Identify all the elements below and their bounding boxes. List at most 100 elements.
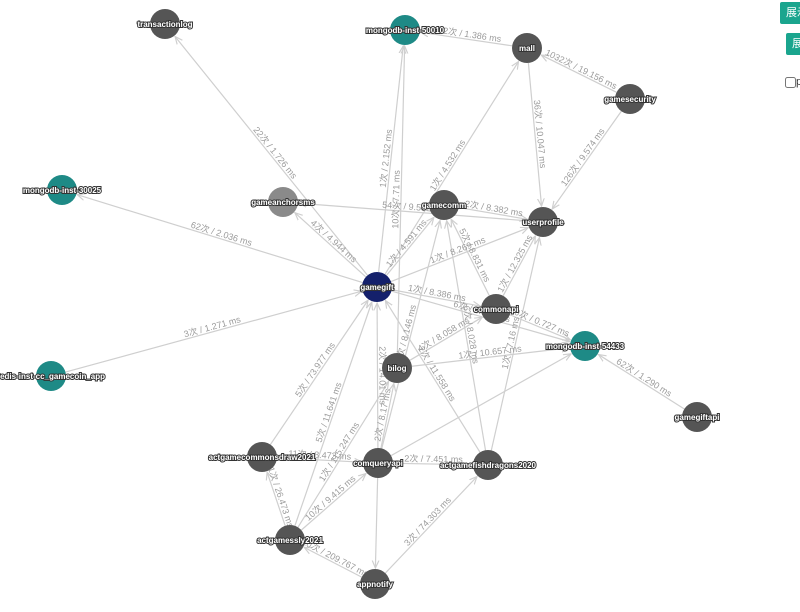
edge-label-gamegift-to-transactionlog: 22次 / 1.726 ms — [251, 124, 300, 181]
node-circle-mall[interactable] — [512, 33, 542, 63]
node-label-commonapi: commonapi — [474, 305, 519, 314]
edge-label-gamegift-to-gameanchor: 4次 / 4.944 ms — [309, 217, 360, 265]
node-circle-gamecomm[interactable] — [429, 190, 459, 220]
node-circle-fishdragon[interactable] — [473, 450, 503, 480]
edge-gamegift-to-gamecomm — [386, 217, 433, 276]
node-circle-transactionlog[interactable] — [150, 9, 180, 39]
node-label-gamessly: actgamessly2021 — [257, 536, 323, 545]
edge-fishdragon-to-gamegift — [385, 301, 481, 453]
node-draw[interactable]: actgamecommonsdraw2021 — [208, 442, 317, 472]
edge-draw-to-gamegift — [269, 300, 368, 445]
node-mall[interactable]: mall — [512, 33, 542, 63]
node-circle-gamessly[interactable] — [275, 525, 305, 555]
node-circle-comquery[interactable] — [363, 448, 393, 478]
edge-draw-to-comquery — [276, 457, 362, 462]
show-button[interactable]: 展示 — [780, 2, 800, 24]
edge-label-draw-to-comquery: 11次 / 8.473 ms — [288, 447, 352, 461]
node-circle-redis[interactable] — [36, 361, 66, 391]
node-gamessly[interactable]: actgamessly2021 — [256, 525, 324, 555]
node-comquery[interactable]: comqueryapi — [352, 448, 404, 478]
node-circle-gameanchor[interactable] — [268, 187, 298, 217]
edge-appnotify-to-fishdragon — [384, 477, 477, 574]
edge-gamegift-to-mall — [384, 62, 519, 275]
option-checkbox[interactable]: p — [785, 76, 800, 88]
edge-gamesecurity-to-userprofile — [552, 110, 622, 209]
node-circle-userprofile[interactable] — [528, 207, 558, 237]
node-gamecomm[interactable]: gamecomm — [421, 190, 467, 220]
node-label-comquery: comqueryapi — [353, 459, 403, 468]
node-gameanchor[interactable]: gameanchorsms — [250, 187, 316, 217]
node-userprofile[interactable]: userprofile — [521, 207, 565, 237]
node-transactionlog[interactable]: transactionlog — [136, 9, 194, 39]
edge-commonapi-to-userprofile — [502, 236, 535, 297]
node-redis[interactable]: redis-inst-cc_gamecoin_app — [0, 361, 106, 391]
node-circle-gamesecurity[interactable] — [615, 84, 645, 114]
edge-gamessly-to-draw — [267, 472, 286, 526]
node-label-mongo54433: mongodb-inst-54433 — [546, 342, 625, 351]
edge-fishdragon-to-gamecomm — [447, 221, 487, 451]
edge-comquery-to-bilog — [380, 384, 394, 449]
option-checkbox-input[interactable] — [785, 76, 796, 88]
edge-gamegift-to-commonapi — [391, 289, 481, 306]
edge-gamegift-to-userprofile — [390, 228, 528, 283]
node-bilog[interactable]: bilog — [382, 353, 412, 383]
edge-label-comquery-to-bilog: 2次 / 8.17 ms — [371, 387, 392, 442]
node-circle-gamegiftapi[interactable] — [682, 402, 712, 432]
node-gamesecurity[interactable]: gamesecurity — [603, 84, 657, 114]
node-label-bilog: bilog — [387, 364, 406, 373]
node-layer: transactionlog mongodb-inst-50010 mall game… — [0, 9, 720, 599]
node-label-mall: mall — [519, 44, 535, 53]
edge-mall-to-mongo50010 — [421, 32, 513, 47]
node-label-userprofile: userprofile — [522, 218, 564, 227]
edge-label-gamecomm-to-userprofile: 2次 / 8.382 ms — [464, 198, 524, 219]
edge-comquery-to-gamecomm — [381, 221, 440, 449]
node-circle-draw[interactable] — [247, 442, 277, 472]
node-commonapi[interactable]: commonapi — [473, 294, 519, 324]
edge-gamesecurity-to-mall — [541, 55, 617, 93]
node-label-gamegiftapi: gamegiftapi — [675, 413, 720, 422]
edge-gamecomm-to-userprofile — [458, 206, 527, 220]
node-mongo54433[interactable]: mongodb-inst-54433 — [545, 331, 626, 361]
node-circle-appnotify[interactable] — [360, 569, 390, 599]
edge-label-gamesecurity-to-userprofile: 126次 / 9.574 ms — [558, 125, 607, 188]
node-label-fishdragon: actgamefishdragons2020 — [440, 461, 537, 470]
edge-label-gamegift-to-mongo30025: 62次 / 2.036 ms — [190, 219, 254, 248]
edge-label-fishdragon-to-userprofile: 1次 / 7.16 ms — [499, 315, 522, 370]
edge-gamessly-to-comquery — [300, 474, 366, 531]
edge-label-bilog-to-mongo50010: 10次 / 7.71 ms — [389, 169, 401, 228]
edge-userprofile-to-gameanchor — [299, 203, 529, 222]
node-fishdragon[interactable]: actgamefishdragons2020 — [439, 450, 538, 480]
node-label-mongo50010: mongodb-inst-50010 — [366, 26, 445, 35]
edge-commonapi-to-gamecomm — [451, 219, 490, 296]
edge-label-comquery-to-gamegift: 2次 / 14.01 ms — [377, 346, 388, 405]
node-circle-commonapi[interactable] — [481, 294, 511, 324]
edge-label-gamegiftapi-to-mongo54433: 62次 / 1.290 ms — [615, 355, 675, 399]
edge-label-gamessly-to-gamegift: 5次 / 11.641 ms — [313, 380, 344, 443]
edge-label-fishdragon-to-gamegift: 2次 / 11.558 ms — [416, 344, 459, 404]
edge-comquery-to-appnotify — [375, 477, 377, 568]
node-gamegift[interactable]: gamegift — [359, 272, 395, 302]
node-mongo30025[interactable]: mongodb-inst-30025 — [22, 175, 103, 205]
node-appnotify[interactable]: appnotify — [356, 569, 395, 599]
edge-label-commonapi-to-gamecomm: 5次 / 8.831 ms — [457, 226, 493, 284]
edge-appnotify-to-gamessly — [304, 547, 362, 578]
node-circle-mongo30025[interactable] — [47, 175, 77, 205]
node-mongo50010[interactable]: mongodb-inst-50010 — [365, 15, 446, 45]
edge-gamegift-to-mongo50010 — [378, 46, 404, 273]
edge-gamegift-to-mongo54433 — [391, 290, 569, 342]
edge-gamessly-to-bilog — [297, 382, 389, 528]
node-gamegiftapi[interactable]: gamegiftapi — [674, 402, 720, 432]
node-label-draw: actgamecommonsdraw2021 — [209, 453, 316, 462]
edge-gamegiftapi-to-mongo54433 — [599, 355, 685, 410]
node-label-gamecomm: gamecomm — [422, 201, 466, 210]
edge-gamegift-to-mongo30025 — [77, 195, 363, 284]
edge-label-gamessly-to-draw: 1次 / 26.473 ms — [266, 465, 297, 529]
node-label-gameanchor: gameanchorsms — [251, 198, 315, 207]
node-circle-mongo54433[interactable] — [570, 331, 600, 361]
edge-mall-to-userprofile — [527, 62, 541, 206]
node-label-gamegift: gamegift — [360, 283, 394, 292]
show-button-secondary[interactable]: 展示 — [786, 33, 800, 55]
node-circle-mongo50010[interactable] — [390, 15, 420, 45]
node-circle-gamegift[interactable] — [362, 272, 392, 302]
node-circle-bilog[interactable] — [382, 353, 412, 383]
